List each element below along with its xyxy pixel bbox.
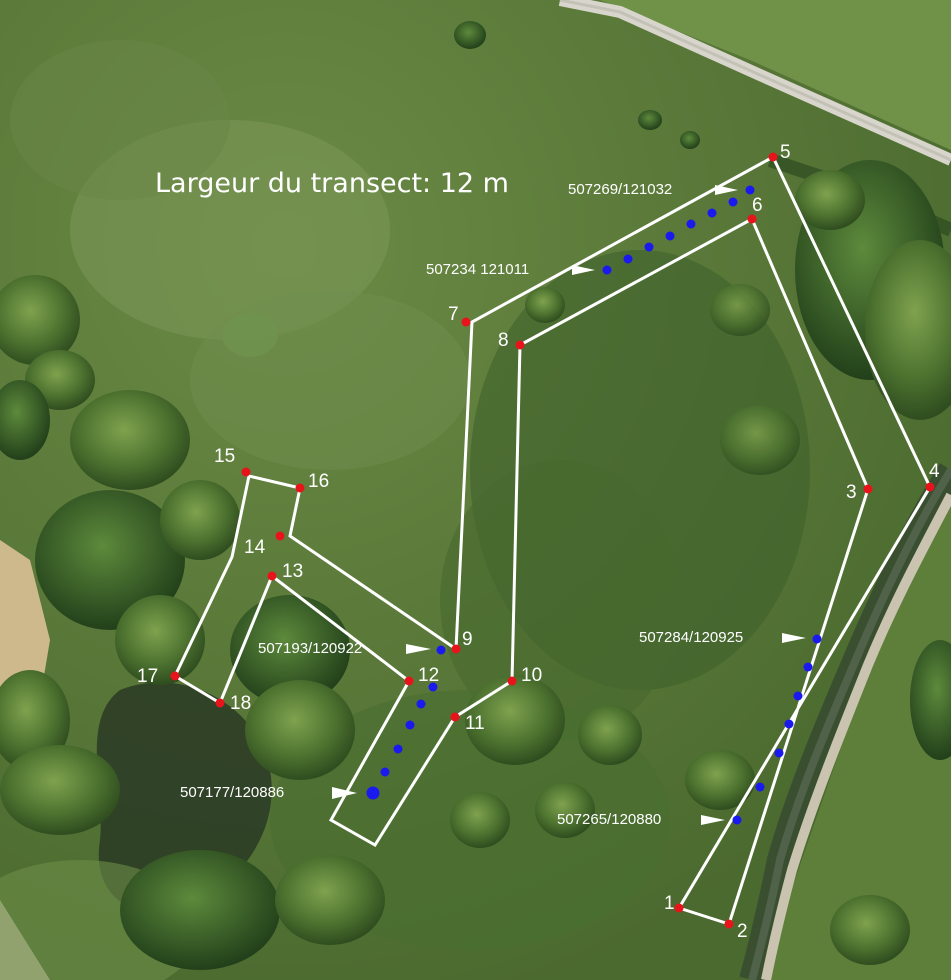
transect-east bbox=[173, 154, 932, 926]
vertex-label: 1 bbox=[664, 893, 675, 914]
vegetation bbox=[0, 21, 951, 970]
vertex-label: 16 bbox=[308, 471, 329, 492]
arrow-icon bbox=[715, 185, 738, 195]
map-title: Largeur du transect: 12 m bbox=[155, 168, 509, 199]
vertex-label: 14 bbox=[244, 537, 266, 558]
coordinate-label: 507284/120925 bbox=[639, 629, 743, 646]
vertex-label: 15 bbox=[214, 446, 235, 467]
vertex-markers bbox=[170, 152, 935, 929]
vertex-labels: 1 2 3 4 5 6 7 8 9 10 11 12 13 14 15 16 1… bbox=[137, 142, 940, 942]
vertex-label: 7 bbox=[448, 304, 459, 325]
vertex-label: 17 bbox=[137, 666, 158, 687]
coordinate-label: 507234 121011 bbox=[426, 261, 529, 278]
vertex-label: 13 bbox=[282, 561, 303, 582]
coordinate-label: 507265/120880 bbox=[557, 811, 661, 828]
arrow-icon bbox=[406, 644, 431, 654]
vertex-label: 3 bbox=[846, 482, 857, 503]
coordinate-labels: 507269/121032 507234 121011 507193/12092… bbox=[180, 181, 743, 828]
vertex-label: 4 bbox=[929, 461, 940, 482]
coordinate-label: 507193/120922 bbox=[258, 640, 362, 657]
vertex-label: 5 bbox=[780, 142, 791, 163]
coordinate-label: 507269/121032 bbox=[568, 181, 672, 198]
arrow-icon bbox=[572, 265, 595, 275]
pointer-arrows bbox=[332, 185, 806, 825]
coordinate-label: 507177/120886 bbox=[180, 784, 284, 801]
vertex-label: 11 bbox=[465, 713, 485, 734]
vertex-label: 6 bbox=[752, 195, 763, 216]
arrow-icon bbox=[782, 633, 806, 643]
sample-points bbox=[366, 185, 822, 825]
transect-outlines bbox=[173, 154, 932, 926]
arrow-icon bbox=[332, 787, 357, 799]
arrow-icon bbox=[701, 815, 725, 825]
vertex-label: 12 bbox=[418, 665, 439, 686]
vertex-label: 9 bbox=[462, 629, 473, 650]
vertex-label: 18 bbox=[230, 693, 251, 714]
vertex-label: 2 bbox=[737, 921, 748, 942]
vertex-label: 10 bbox=[521, 665, 542, 686]
vertex-label: 8 bbox=[498, 330, 509, 351]
